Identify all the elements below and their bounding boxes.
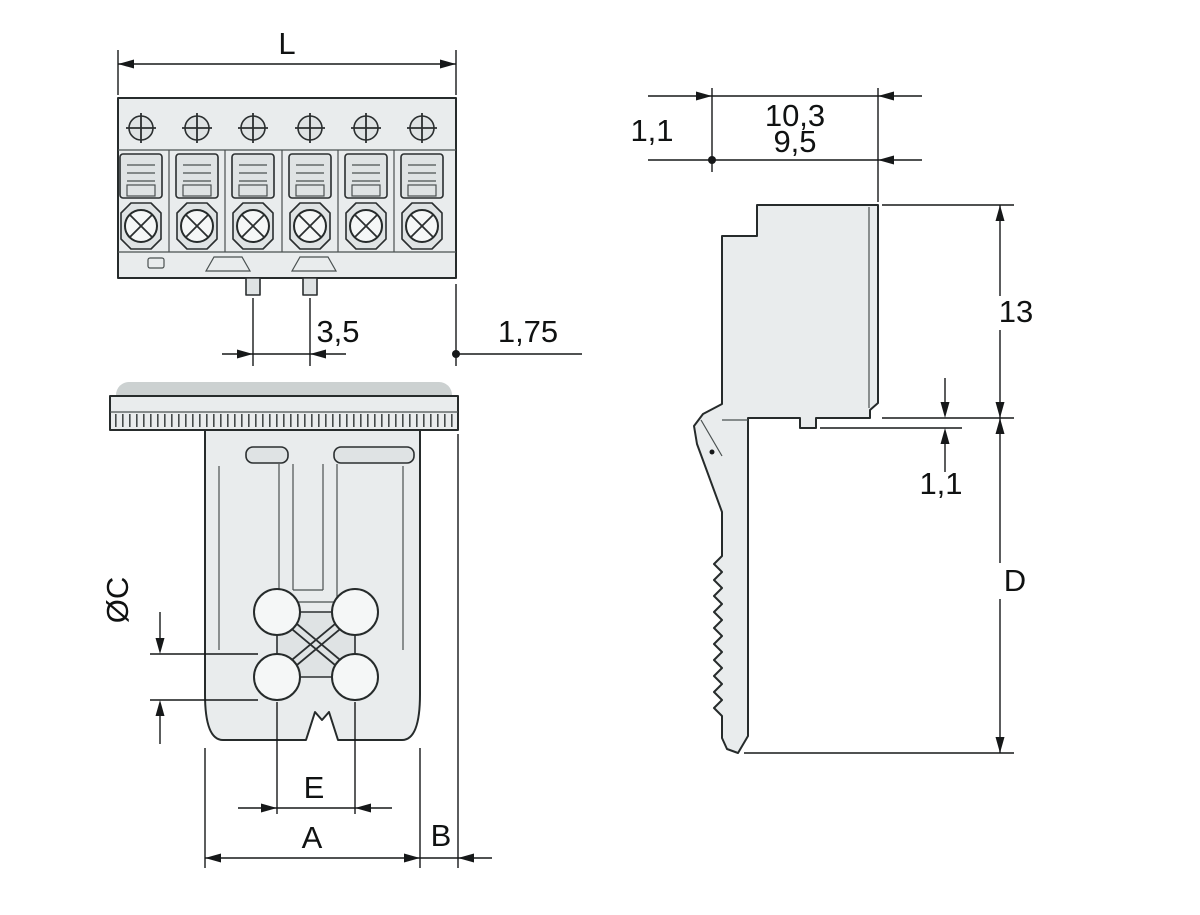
dim-label-A: A bbox=[302, 820, 323, 855]
dimension-contact-diameter: ØC bbox=[100, 577, 258, 744]
front-body bbox=[204, 429, 421, 741]
dim-label-depth-inner: 9,5 bbox=[773, 124, 816, 159]
side-view bbox=[693, 204, 879, 754]
dimension-depths: 10,3 9,5 1,1 bbox=[630, 88, 922, 202]
dimension-L: L bbox=[117, 26, 457, 95]
top-view bbox=[117, 97, 457, 296]
dimension-E: E bbox=[238, 702, 392, 814]
dim-label-pitch: 3,5 bbox=[316, 314, 359, 349]
dim-label-D: D bbox=[1004, 563, 1026, 598]
dim-label-E: E bbox=[304, 770, 325, 805]
pin-right bbox=[302, 277, 318, 296]
dimension-13-D: 13 D bbox=[744, 204, 1038, 754]
dim-label-depth-outer: 10,3 bbox=[765, 98, 825, 133]
latch-pivot-dot bbox=[709, 449, 715, 455]
keying-slot bbox=[147, 257, 165, 269]
dim-label-B: B bbox=[431, 818, 452, 853]
dim-label-latch-offset: 1,1 bbox=[630, 113, 673, 148]
contact-cross-section bbox=[253, 588, 379, 701]
latch-detail-left bbox=[204, 256, 252, 272]
latch-fold-line bbox=[700, 419, 723, 457]
front-view bbox=[109, 382, 459, 741]
dim-label-edge-offset: 1,75 bbox=[498, 314, 558, 349]
dim-label-L: L bbox=[278, 26, 295, 61]
latch-detail-right bbox=[290, 256, 338, 272]
dimension-pitch: 3,5 bbox=[222, 298, 360, 366]
dimension-edge-offset: 1,75 bbox=[452, 284, 582, 366]
dim-label-upper-height: 13 bbox=[999, 294, 1033, 329]
dim-label-contact-diameter: ØC bbox=[100, 577, 135, 624]
side-body bbox=[693, 204, 879, 754]
pin-left bbox=[245, 277, 261, 296]
dimension-step: 1,1 bbox=[820, 378, 963, 501]
dim-label-step-height: 1,1 bbox=[919, 466, 962, 501]
dimension-A-B: A B bbox=[204, 434, 492, 868]
